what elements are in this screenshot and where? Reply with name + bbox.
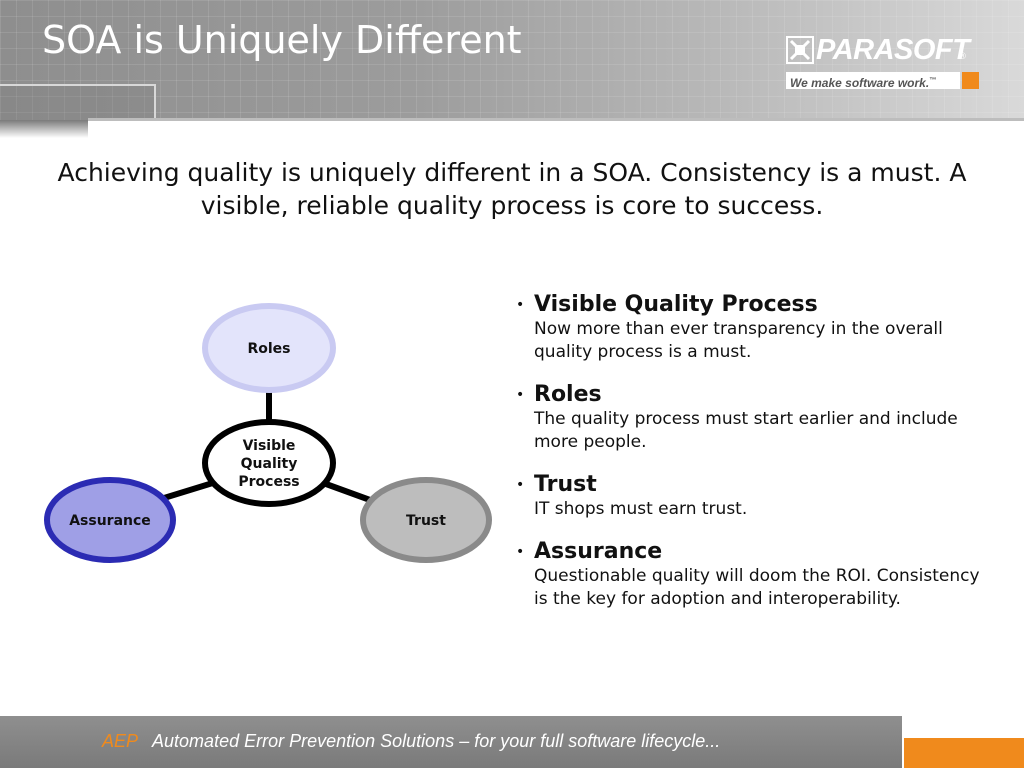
node-roles-shape [202, 303, 336, 393]
header-tab-decoration [0, 84, 156, 120]
node-center-label-line1: Visible [243, 438, 296, 454]
node-trust-shape [360, 477, 492, 563]
node-trust: Trust [360, 477, 492, 563]
bullet-dot-icon: • [516, 477, 525, 493]
parasoft-logo-icon [786, 36, 814, 64]
node-center-label-line3: Process [238, 474, 299, 490]
bullet-dot-icon: • [516, 387, 525, 403]
connector-assurance [163, 479, 217, 501]
header-grid-pattern [0, 0, 1024, 120]
footer-text: AEP Automated Error Prevention Solutions … [102, 731, 720, 752]
bullet-item: • Assurance Questionable quality will do… [516, 539, 986, 611]
footer-tagline: Automated Error Prevention Solutions – f… [152, 731, 721, 751]
bullet-text: The quality process must start earlier a… [534, 409, 958, 452]
node-roles-label: Roles [247, 341, 290, 357]
bullet-text: Questionable quality will doom the ROI. … [534, 566, 980, 609]
bullet-heading: Visible Quality Process [534, 292, 818, 317]
bullet-heading: Roles [534, 382, 602, 407]
footer-band: AEP Automated Error Prevention Solutions … [0, 716, 902, 768]
bullet-heading: Trust [534, 472, 597, 497]
node-center-label-line2: Quality [241, 456, 298, 472]
node-trust-label: Trust [406, 513, 446, 529]
bullet-item: • Visible Quality Process Now more than … [516, 292, 986, 364]
connector-trust [324, 481, 372, 503]
footer-orange-block [904, 738, 1024, 768]
bullet-text: Now more than ever transparency in the o… [534, 319, 943, 362]
logo-registered-mark: ® [958, 52, 967, 62]
logo-tagline-mark: ™ [929, 77, 937, 84]
footer-acronym: AEP [102, 731, 139, 751]
node-assurance-label: Assurance [69, 513, 151, 529]
header-shadow [0, 120, 88, 138]
node-roles: Roles [202, 303, 336, 393]
logo-tagline-text: We make software work. [790, 76, 930, 90]
bullet-list: • Visible Quality Process Now more than … [516, 292, 986, 629]
bullet-dot-icon: • [516, 544, 525, 560]
quality-process-diagram: Roles Assurance Trust Visible Quality Pr… [44, 303, 492, 563]
logo-tagline: We make software work.™ [786, 72, 960, 90]
bullet-text: IT shops must earn trust. [534, 499, 748, 519]
bullet-heading: Assurance [534, 539, 663, 564]
parasoft-logo: PARASOFT ® We make software work.™ [786, 34, 982, 92]
footer-corner-spacer [904, 716, 1024, 738]
header-divider [88, 118, 1024, 121]
bullet-dot-icon: • [516, 297, 525, 313]
bullet-item: • Roles The quality process must start e… [516, 382, 986, 454]
logo-wordmark: PARASOFT [816, 34, 970, 66]
node-assurance: Assurance [44, 477, 176, 563]
node-center-shape [202, 419, 336, 507]
slide-subtitle: Achieving quality is uniquely different … [57, 158, 967, 220]
header-band: SOA is Uniquely Different PARASOFT ® We … [0, 0, 1024, 120]
slide-title: SOA is Uniquely Different [42, 18, 522, 62]
node-assurance-shape [44, 477, 176, 563]
bullet-item: • Trust IT shops must earn trust. [516, 472, 986, 521]
logo-orange-square [962, 72, 979, 89]
node-center: Visible Quality Process [202, 419, 336, 507]
